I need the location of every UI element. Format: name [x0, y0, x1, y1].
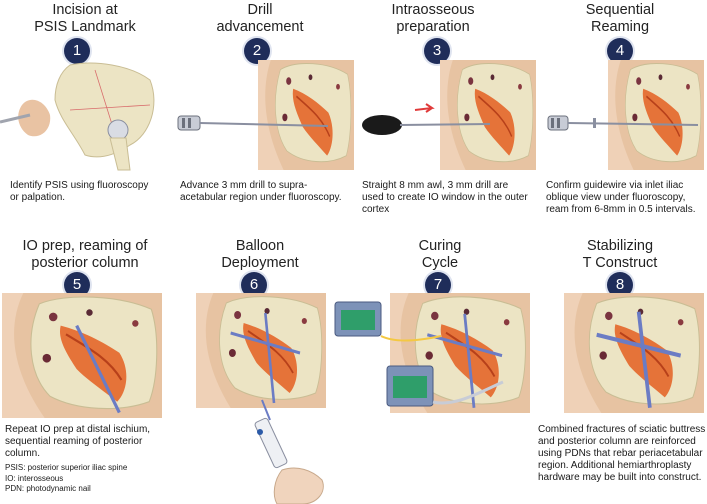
step-1-illustration: [0, 62, 155, 171]
abbreviation-legend: PSIS: posterior superior iliac spine IO:…: [5, 463, 175, 495]
step-2-caption: Advance 3 mm drill to supra-acetabular r…: [180, 180, 342, 203]
legend-psis: PSIS: posterior superior iliac spine: [5, 463, 128, 472]
step-6-illustration: [196, 293, 326, 408]
reamer-icon: [547, 115, 699, 131]
step-6-title: Balloon Deployment: [221, 238, 299, 271]
syringe-icon: [254, 399, 324, 504]
step-4-title: Sequential Reaming: [585, 2, 655, 35]
step-7-title: Curing Cycle: [418, 238, 462, 271]
step-3-caption: Straight 8 mm awl, 3 mm drill are used t…: [362, 180, 528, 215]
step-1-caption: Identify PSIS using fluoroscopy or palpa…: [10, 180, 149, 203]
light-source-box-bottom: [386, 365, 504, 407]
step-7-illustration: [390, 293, 530, 413]
step-2-title: Drill advancement: [216, 2, 304, 35]
step-3-badge: 3: [424, 38, 450, 64]
awl-icon: [362, 103, 491, 135]
step-4-caption: Confirm guidewire via inlet iliac obliqu…: [546, 180, 696, 215]
step-2-badge: 2: [244, 38, 270, 64]
step-5-caption: Repeat IO prep at distal ischium, sequen…: [5, 424, 151, 459]
legend-pdn: PDN: photodynamic nail: [5, 484, 91, 493]
step-1-title: Incision at PSIS Landmark: [34, 2, 136, 35]
step-8-title: Stabilizing T Construct: [582, 238, 658, 271]
step-5-title: IO prep, reaming of posterior column: [22, 238, 148, 271]
step-8-illustration: [564, 293, 704, 413]
step-5-illustration: [2, 293, 162, 418]
light-source-box-top: [334, 301, 442, 342]
legend-io: IO: interosseous: [5, 473, 64, 483]
step-8-caption: Combined fractures of sciatic buttress a…: [538, 424, 706, 483]
step-4-badge: 4: [607, 38, 633, 64]
step-3-title: Intraosseous preparation: [391, 2, 475, 35]
drill-icon: [177, 115, 329, 131]
step-1-badge: 1: [64, 38, 90, 64]
